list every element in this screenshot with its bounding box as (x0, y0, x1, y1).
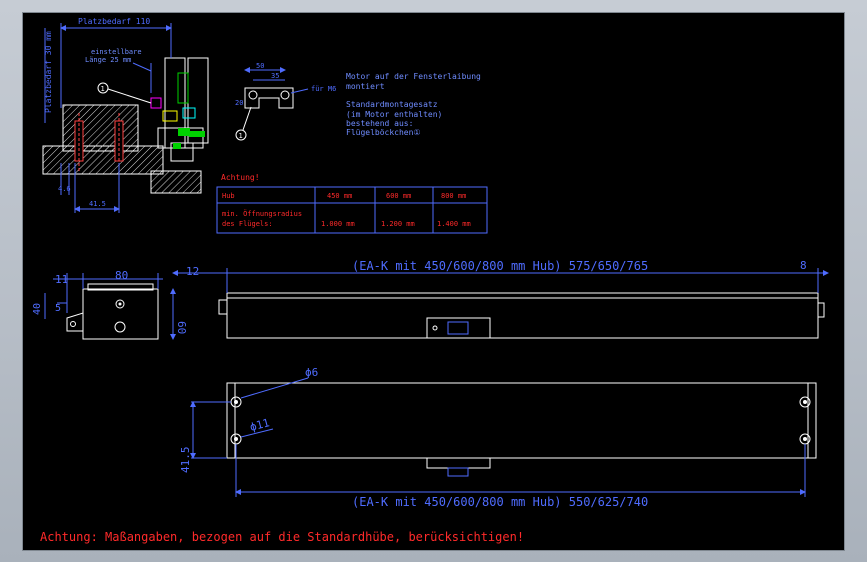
table-title: Achtung! (221, 173, 260, 182)
dim-front-12: 12 (186, 265, 199, 278)
table-value-450: 1.000 mm (321, 220, 355, 228)
dim-side-40: 40 (32, 303, 43, 315)
note-line-5: bestehend aus: (346, 119, 413, 128)
dim-platzbedarf-side: Platzbedarf 30 mm (44, 31, 53, 113)
drawing-canvas: Platzbedarf 110 Platzbedarf 30 mm einste… (22, 12, 845, 551)
table-value-600: 1.200 mm (381, 220, 415, 228)
table-row-label-1: min. Öffnungsradius (222, 209, 302, 218)
front-length-label: (EA-K mit 450/600/800 mm Hub) 575/650/76… (352, 259, 648, 273)
label-fuer-m6: für M6 (311, 85, 336, 93)
note-line-2: montiert (346, 82, 385, 91)
bottom-length-label: (EA-K mit 450/600/800 mm Hub) 550/625/74… (352, 495, 648, 509)
table-header-600: 600 mm (386, 192, 411, 200)
dim-front-8: 8 (800, 259, 807, 272)
label-laenge: Länge 25 mm (85, 56, 131, 64)
dim-side-5: 5 (55, 303, 61, 314)
marker-circle-1 (97, 82, 109, 94)
hole-top-right (799, 396, 811, 408)
svg-text:1: 1 (239, 132, 243, 140)
table-header-hub: Hub (222, 192, 235, 200)
dim-bottom-phi11: ϕ11 (248, 416, 271, 434)
dim-bracket-35: 35 (271, 72, 279, 80)
dim-41-5-section: 41.5 (89, 200, 106, 208)
bracket-marker-circle (235, 129, 247, 141)
front-view-body (226, 292, 819, 339)
table-row-label-2: des Flügels: (222, 220, 273, 228)
cad-drawing: Platzbedarf 110 Platzbedarf 30 mm einste… (32, 17, 829, 544)
table-header-800: 800 mm (441, 192, 466, 200)
svg-text:1: 1 (101, 85, 105, 93)
dim-platzbedarf-top: Platzbedarf 110 (78, 17, 150, 26)
note-line-1: Motor auf der Fensterlaibung (346, 72, 481, 81)
sill-block (150, 170, 202, 194)
table-header-450: 450 mm (327, 192, 352, 200)
bottom-view: ϕ6 ϕ11 41.5 (EA-K mit 450/600/800 mm Hub… (179, 366, 817, 509)
dim-side-11: 11 (55, 273, 68, 286)
front-view: 12 8 (EA-K mit 450/600/800 mm Hub) 575/6… (172, 259, 829, 339)
note-line-4: (im Motor enthalten) (346, 110, 442, 119)
dim-bracket-50: 50 (256, 62, 264, 70)
footer-warning: Achtung: Maßangaben, bezogen auf die Sta… (40, 530, 524, 544)
bracket-detail: 50 35 20 für M6 1 (235, 62, 336, 141)
stroke-table: Achtung! Hub 450 mm 600 mm 800 mm min. Ö… (216, 173, 488, 234)
note-line-6: Flügelböckchen① (346, 128, 421, 137)
dim-bracket-20: 20 (235, 99, 243, 107)
bottom-view-body (226, 382, 817, 459)
front-view-control-box (426, 317, 491, 339)
note-line-3: Standardmontagesatz (346, 100, 438, 109)
dim-side-60: 60 (175, 321, 188, 334)
label-einstellbare: einstellbare (91, 48, 142, 56)
section-detail: Platzbedarf 110 Platzbedarf 30 mm einste… (42, 17, 209, 213)
dim-bottom-41-5: 41.5 (179, 447, 192, 474)
side-view: 11 80 40 5 60 (32, 269, 188, 340)
motor-block (62, 104, 139, 152)
dim-4-6: 4.6 (58, 185, 71, 193)
dim-side-80: 80 (115, 269, 128, 282)
notes: Motor auf der Fensterlaibung montiert St… (346, 72, 481, 137)
dim-bottom-phi6: ϕ6 (305, 366, 318, 379)
table-value-800: 1.400 mm (437, 220, 471, 228)
